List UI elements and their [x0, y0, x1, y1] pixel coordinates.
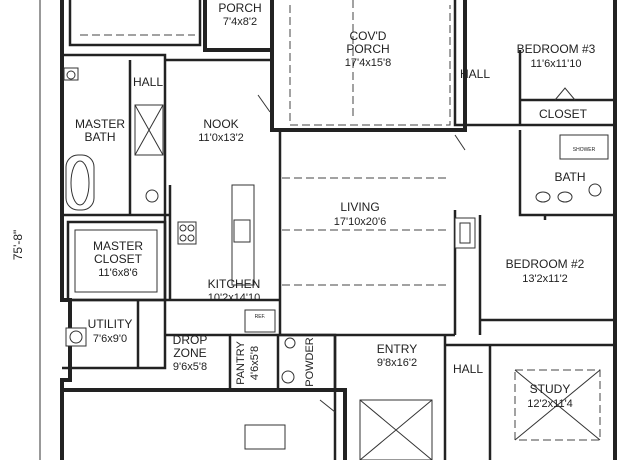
room-labels: PORCH 7'4x8'2 COV'D PORCH 17'4x15'8 BEDR…: [75, 1, 596, 410]
living-label: LIVING: [340, 200, 379, 214]
dimension-label-bg: [5, 222, 33, 272]
door-swing-3: [319, 399, 336, 413]
bath-wall: [518, 130, 615, 220]
bathtub-right-fixture: [559, 134, 609, 160]
master-bath-label-1: MASTER: [75, 117, 125, 131]
pantry-size: 4'6x5'8: [249, 346, 261, 380]
covd-porch-wall: [270, 0, 467, 132]
kitchen-sink: [233, 219, 251, 243]
walls: [60, 0, 617, 460]
fixtures: SHOWER REF.: [63, 67, 609, 460]
covd-porch-label-2: PORCH: [346, 42, 389, 56]
refrigerator-fixture: [244, 309, 276, 333]
covd-porch-dash: [289, 5, 451, 126]
cooktop-fixture: [177, 221, 197, 245]
living-wall: [278, 130, 457, 337]
garage-box: [244, 424, 286, 450]
study-label: STUDY: [530, 382, 571, 396]
bathtub-fixture: [65, 154, 95, 211]
drop-zone-size: 9'6x5'8: [173, 361, 207, 373]
kitchen-size: 10'2x14'10: [208, 292, 261, 304]
drop-zone-label-1: DROP: [173, 333, 208, 347]
study-ceiling-x: [514, 369, 601, 441]
bedroom2-wall: [478, 215, 615, 335]
utility-label: UTILITY: [88, 317, 133, 331]
bedroom2-label: BEDROOM #2: [506, 257, 585, 271]
entry-wall: [333, 335, 447, 460]
bedroom3-label: BEDROOM #3: [517, 42, 596, 56]
dimension-line: 75'-8": [5, 0, 41, 460]
shower-label: SHOWER: [573, 147, 596, 153]
dashed-lines: [80, 0, 601, 441]
nook-top-wall: [165, 58, 274, 95]
utility-wall: [62, 298, 232, 390]
master-closet-size: 11'6x8'6: [98, 267, 137, 279]
nook-size: 11'0x13'2: [198, 132, 244, 144]
toilet-right-fixture: [588, 183, 602, 197]
powder-toilet: [281, 370, 295, 384]
hall-top-left-label: HALL: [133, 75, 163, 89]
covd-porch-size: 17'4x15'8: [345, 57, 391, 69]
burner-2: [187, 224, 195, 232]
door-swing-1: [257, 94, 271, 113]
washer-fixture: [65, 327, 87, 347]
closet-door-swing: [554, 87, 576, 101]
entry-ceiling-x: [359, 399, 433, 460]
overall-dimension: 75'-8": [11, 230, 25, 261]
master-closet-label-1: MASTER: [93, 239, 143, 253]
study-wall: [445, 343, 615, 460]
hall-bottom-right-label: HALL: [453, 362, 483, 376]
garage-top-wall: [62, 388, 347, 460]
sink-master-fixture: [145, 189, 159, 203]
entry-size: 9'8x16'2: [377, 357, 417, 369]
master-bath-label-2: BATH: [84, 130, 115, 144]
porch-label: PORCH: [218, 1, 261, 15]
bathtub-basin: [70, 160, 90, 206]
toilet-master-bowl: [66, 70, 76, 80]
kitchen-label: KITCHEN: [208, 277, 261, 291]
bedroom2-size: 13'2x11'2: [522, 273, 568, 285]
study-size: 12'2x11'4: [527, 398, 573, 410]
porch-size: 7'4x8'2: [223, 16, 257, 28]
master-closet-shelf: [74, 229, 158, 293]
nook-label: NOOK: [203, 117, 238, 131]
bedroom3-size: 11'6x11'10: [531, 58, 582, 70]
burner-3: [179, 234, 187, 242]
kitchen-island: [231, 184, 255, 286]
master-closet-label-2: CLOSET: [94, 252, 143, 266]
master-suite-top: [68, 0, 202, 47]
entry-ceiling: [359, 399, 433, 460]
pantry-label: PANTRY: [235, 341, 247, 385]
shower-master-x: [134, 104, 164, 156]
hall-top-right-label: HALL: [460, 67, 490, 81]
kitchen-wall: [165, 185, 280, 302]
door-swing-2: [454, 134, 466, 151]
sink-right-1: [535, 191, 551, 203]
fireplace-box: [459, 222, 471, 244]
closet-label: CLOSET: [539, 107, 588, 121]
powder-label: POWDER: [304, 337, 316, 387]
utility-size: 7'6x9'0: [93, 333, 127, 345]
burner-1: [179, 224, 187, 232]
refrigerator-label: REF.: [255, 314, 266, 320]
bath-label: BATH: [554, 170, 585, 184]
washer-drum: [69, 330, 83, 344]
entry-label: ENTRY: [377, 342, 417, 356]
burner-4: [187, 234, 195, 242]
master-bath-wall: [62, 53, 170, 217]
covd-porch-label-1: COV'D: [350, 29, 387, 43]
toilet-master-fixture: [63, 67, 79, 81]
living-size: 17'10x20'6: [334, 216, 387, 228]
drop-zone-label-2: ZONE: [173, 346, 206, 360]
sink-right-2: [557, 191, 573, 203]
powder-sink: [284, 337, 296, 349]
